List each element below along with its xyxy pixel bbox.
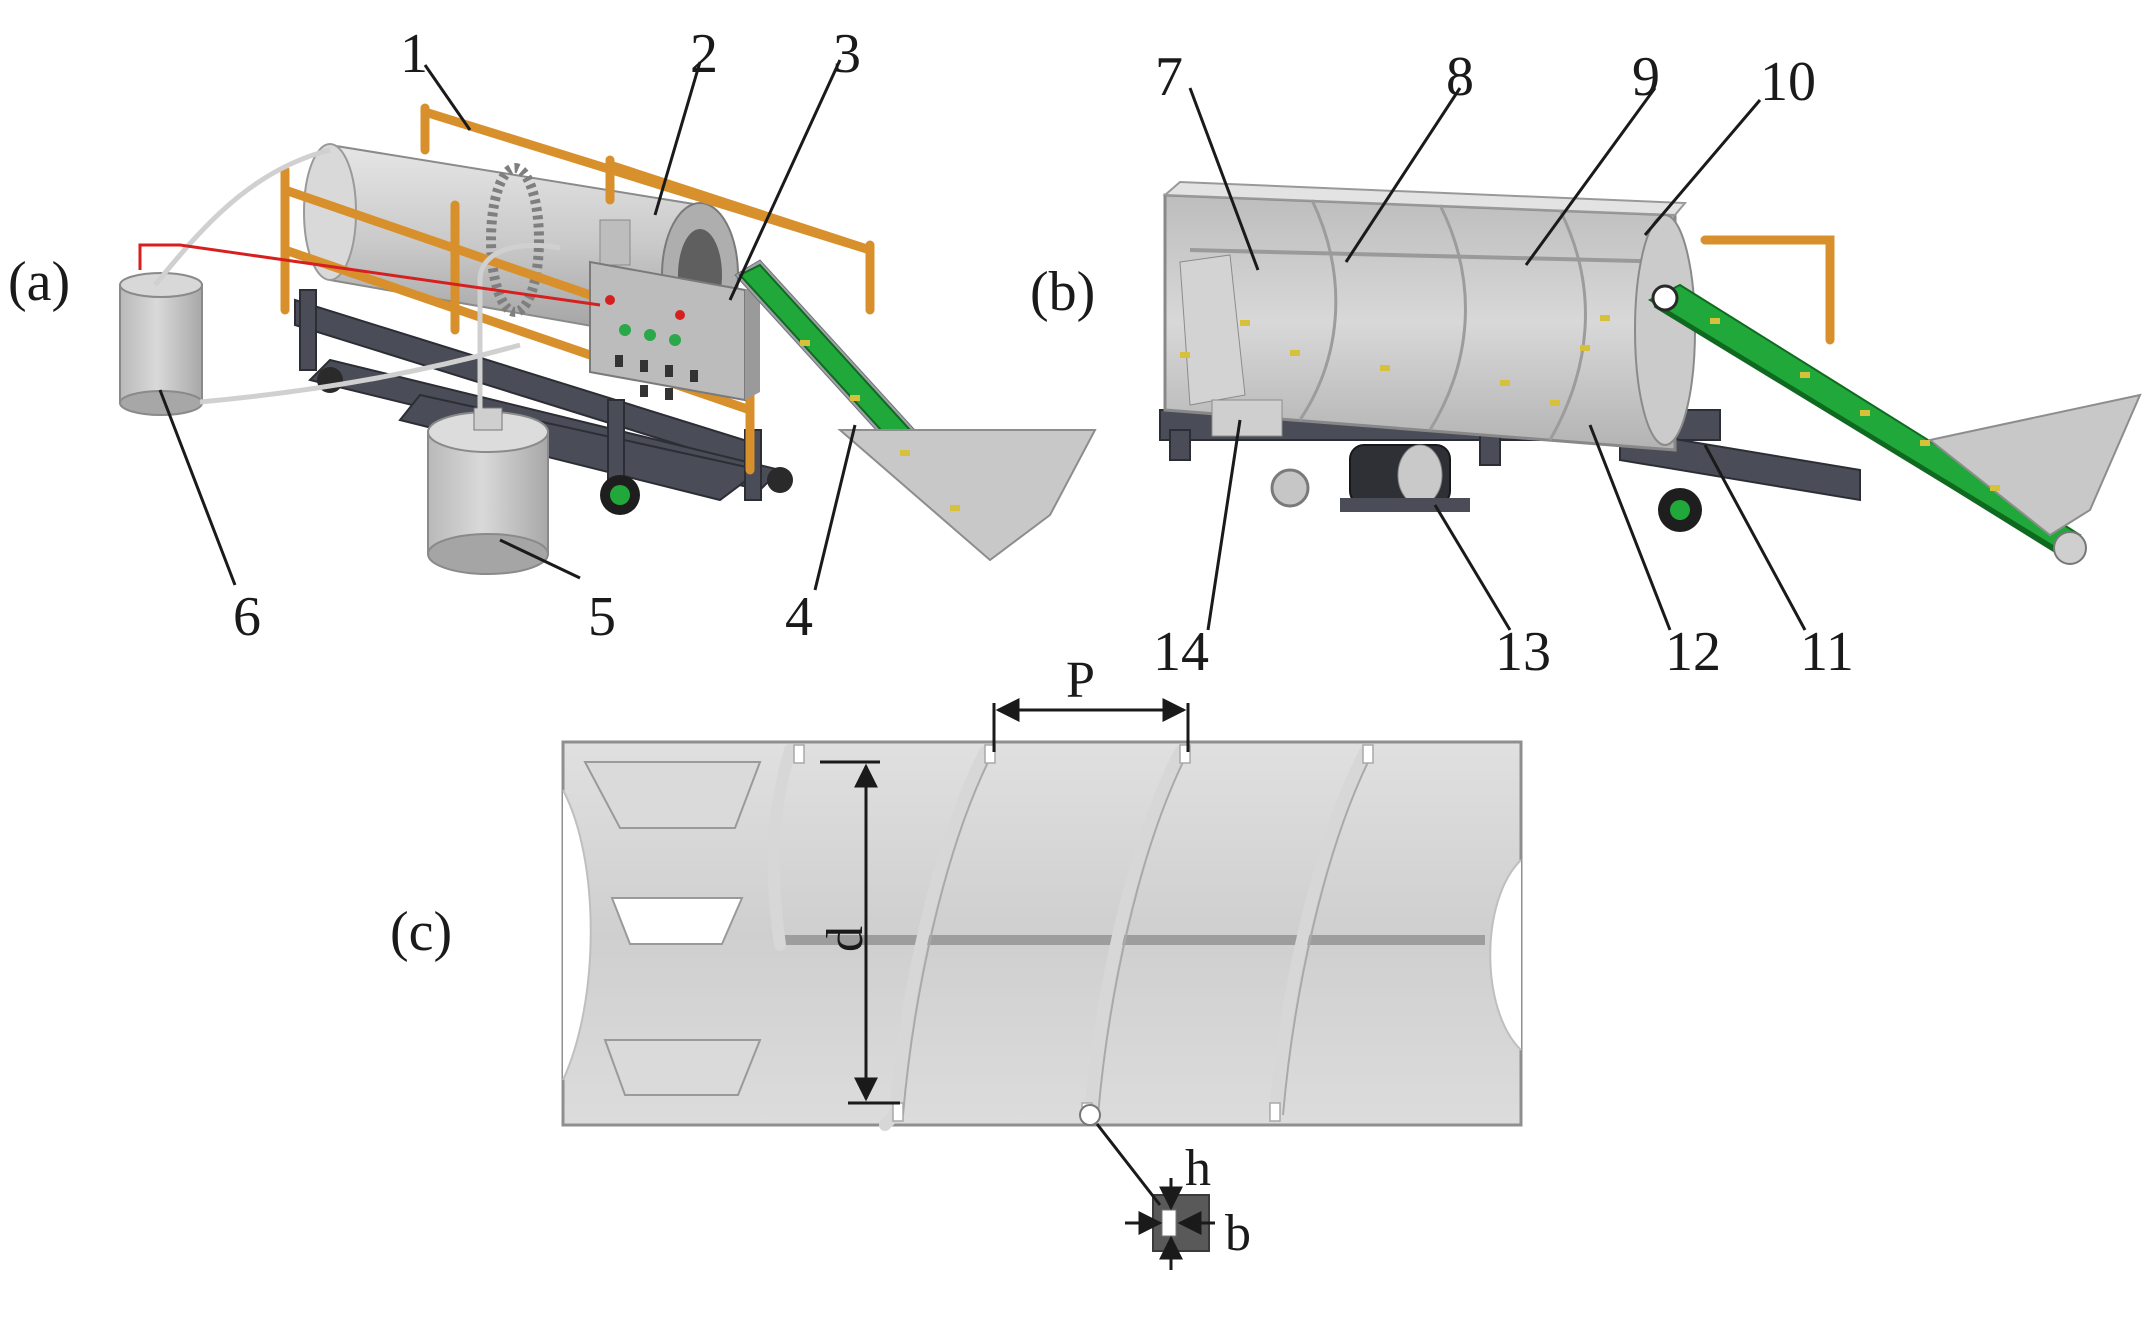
- callout-14: 14: [1153, 621, 1209, 683]
- callout-5: 5: [588, 586, 616, 648]
- tank-5: [427, 407, 549, 575]
- callout-13: 13: [1495, 621, 1551, 683]
- control-box: [589, 219, 760, 402]
- panel-labels: (a) (b) (c): [8, 251, 1095, 963]
- dimension-labels: P d h b: [817, 652, 1251, 1262]
- pitch-label: P: [1066, 652, 1095, 709]
- panel-label-b: (b): [1030, 261, 1095, 323]
- drive-motor: [1340, 444, 1470, 512]
- dimension-lines: [820, 698, 1215, 1270]
- callout-labels: 1 2 3 4 5 6 7 8 9 10 11 12 13 14: [233, 23, 1854, 683]
- panel-label-a: (a): [8, 251, 70, 313]
- wheel-set: [317, 367, 793, 515]
- lifter-plates: [583, 761, 762, 1096]
- callout-9: 9: [1632, 46, 1660, 108]
- callout-10: 10: [1760, 51, 1816, 113]
- callout-11: 11: [1800, 621, 1854, 683]
- callout-6: 6: [233, 586, 261, 648]
- callout-1: 1: [400, 23, 428, 85]
- panel-label-c: (c): [390, 901, 452, 963]
- drum-section-b: [1162, 180, 1696, 452]
- panel-b: [1159, 180, 2142, 565]
- panel-a: [119, 103, 1097, 575]
- panel-c: [561, 740, 1523, 1252]
- tank-6: [119, 272, 203, 416]
- width-label: b: [1225, 1205, 1251, 1262]
- callout-3: 3: [833, 23, 861, 85]
- hoses: [138, 147, 601, 410]
- callout-8: 8: [1446, 46, 1474, 108]
- inclined-conveyor: [734, 259, 1097, 562]
- callout-2: 2: [690, 23, 718, 85]
- leader-lines: [158, 59, 1807, 631]
- callout-12: 12: [1665, 621, 1721, 683]
- diameter-label: d: [817, 926, 874, 952]
- inclined-conveyor-b: [1647, 235, 2142, 565]
- callout-4: 4: [785, 586, 813, 648]
- callout-7: 7: [1155, 46, 1183, 108]
- helical-flights: [879, 746, 1374, 1131]
- height-label: h: [1185, 1140, 1211, 1197]
